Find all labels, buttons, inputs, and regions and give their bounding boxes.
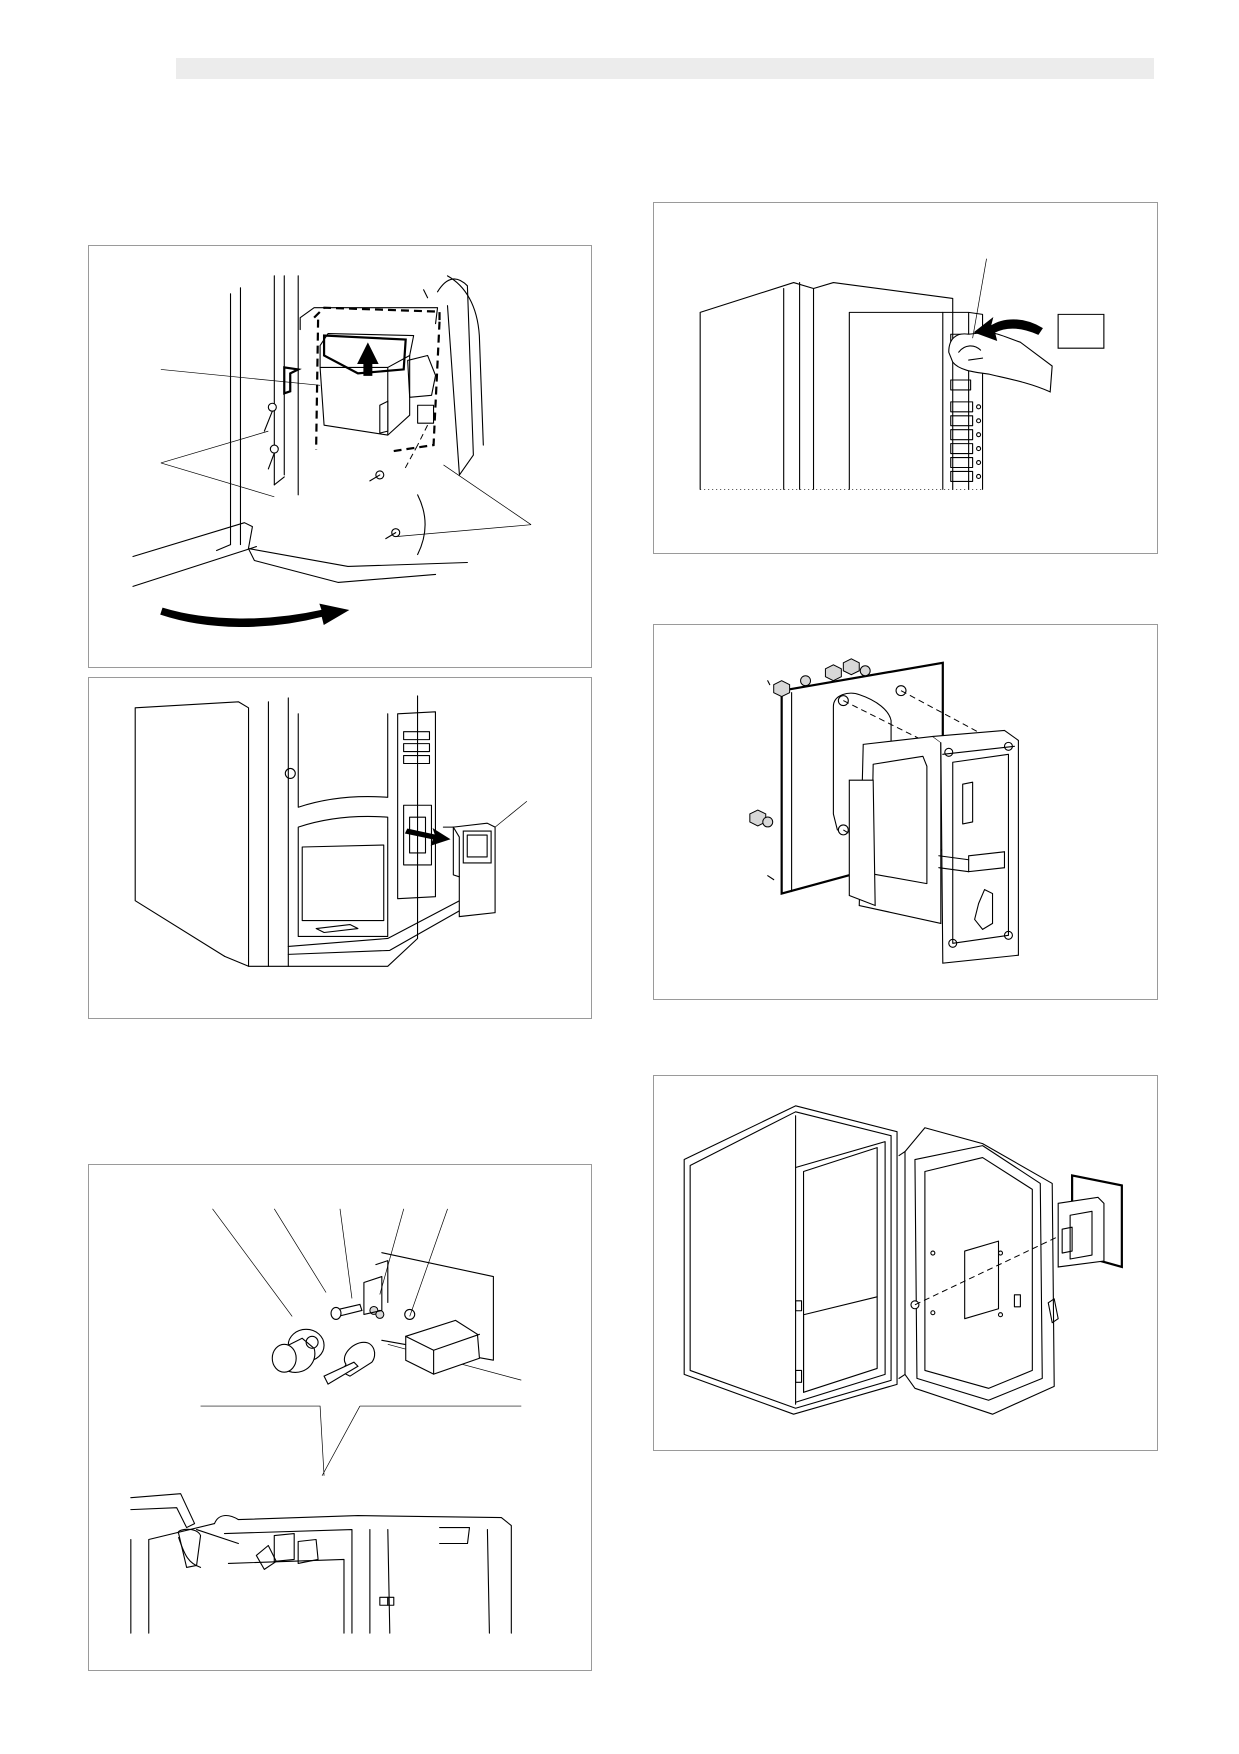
bracket-mounting-drawing xyxy=(89,246,591,667)
screw-icon xyxy=(370,471,384,481)
screw-icon xyxy=(386,529,400,539)
figure-validator-plate xyxy=(653,624,1158,1000)
figure-card-reader xyxy=(653,202,1158,554)
nut-icon xyxy=(774,681,790,697)
figure-payment-panel xyxy=(88,677,592,1019)
header-bar xyxy=(176,58,1154,79)
card-reader-drawing xyxy=(654,203,1157,553)
figure-return-lever-parts xyxy=(88,1164,592,1671)
payment-panel-drawing xyxy=(89,678,591,1018)
screw-icon xyxy=(264,403,276,431)
screw-icon xyxy=(268,445,278,469)
nut-icon xyxy=(825,665,841,681)
figure-external-cabinet xyxy=(653,1075,1158,1451)
nut-icon xyxy=(843,659,859,675)
arrow-icon xyxy=(406,829,450,845)
figure-bracket-mounting xyxy=(88,245,592,668)
arrow-icon xyxy=(161,604,348,626)
external-cabinet-drawing xyxy=(654,1076,1157,1450)
validator-plate-drawing xyxy=(654,625,1157,999)
arrow-icon xyxy=(975,318,1043,340)
return-lever-drawing xyxy=(89,1165,591,1670)
